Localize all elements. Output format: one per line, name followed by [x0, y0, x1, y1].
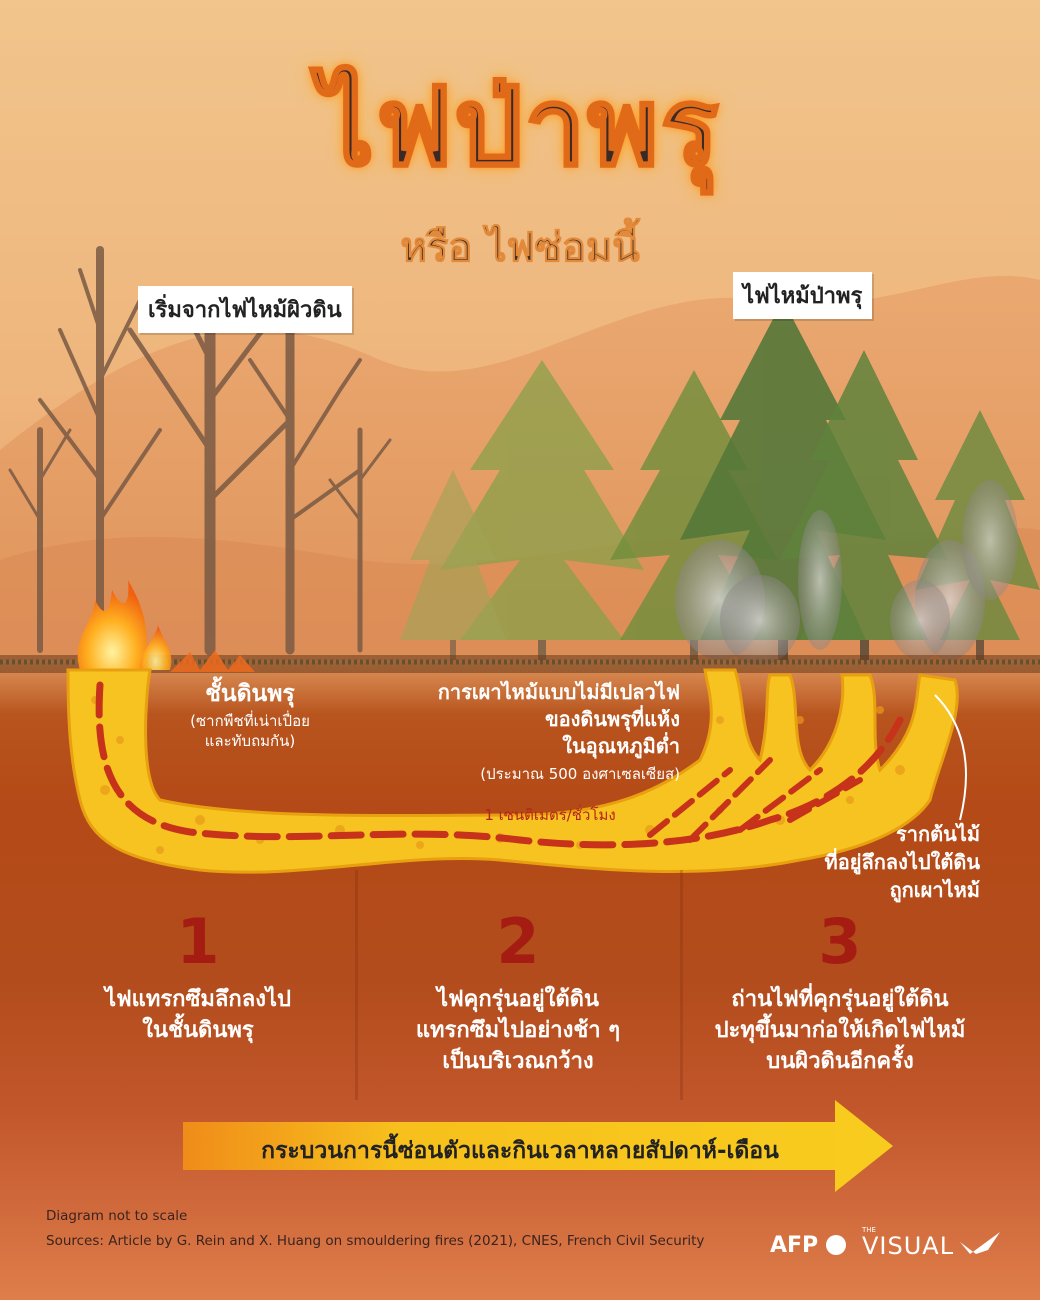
- step-1-line-2: ในชั้นดินพรุ: [142, 1018, 254, 1043]
- title-sub: หรือ ไฟซ่อมนี้: [400, 225, 640, 272]
- afp-logo: AFP: [770, 1233, 846, 1258]
- step-2-number: 2: [496, 905, 540, 978]
- smoke-plumes: [675, 480, 1018, 665]
- label-surface-fire: เริ่มจากไฟไหม้ผิวดิน: [138, 286, 352, 333]
- process-arrow-shape: [183, 1100, 893, 1192]
- title-main: ไฟป่าพรุ: [318, 64, 721, 192]
- fire-path: [95, 681, 904, 849]
- roots-pointer: [934, 694, 967, 821]
- step-3-line-3: บนผิวดินอีกครั้ง: [766, 1049, 914, 1074]
- step-2-line-3: เป็นบริเวณกว้าง: [442, 1049, 594, 1074]
- step-1-number: 1: [176, 905, 220, 978]
- visual-logo: VISUAL: [862, 1232, 955, 1260]
- footer-sources: Sources: Article by G. Rein and X. Huang…: [46, 1233, 705, 1249]
- process-arrow-label: กระบวนการนี้ซ่อนตัวและกินเวลาหลายสัปดาห์…: [261, 1138, 779, 1164]
- peat-fire-layer: [66, 668, 959, 874]
- smoulder-desc-1: การเผาไหม้แบบไม่มีเปลวไฟ: [437, 680, 680, 704]
- peat-layer-desc-2: และทับถมกัน): [204, 732, 296, 750]
- smoulder-desc-3: ในอุณหภูมิต่ำ: [562, 734, 680, 758]
- peat-layer-title: ชั้นดินพรุ: [205, 681, 295, 707]
- peat-layer-desc-1: (ซากพืชที่เน่าเปื่อย: [190, 712, 310, 730]
- smoulder-desc-4: (ประมาณ 500 องศาเซลเซียส): [480, 765, 680, 783]
- root-fire-paths: [647, 757, 863, 843]
- footer-note: Diagram not to scale: [46, 1208, 188, 1224]
- surface-flames: [77, 580, 255, 672]
- visual-logo-prefix: THE: [862, 1226, 876, 1234]
- step-2-line-2: แทรกซึมไปอย่างช้า ๆ: [415, 1018, 621, 1043]
- step-2-line-1: ไฟคุกรุ่นอยู่ใต้ดิน: [437, 987, 599, 1012]
- roots-desc-2: ที่อยู่ลึกลงไปใต้ดิน: [824, 850, 980, 874]
- step-3-number: 3: [818, 905, 862, 978]
- afp-logo-text: AFP: [770, 1233, 819, 1258]
- step-1-line-1: ไฟแทรกซึมลึกลงไป: [105, 987, 291, 1012]
- label-peat-forest-fire: ไฟไหม้ป่าพรุ: [733, 272, 873, 319]
- step-3-line-1: ถ่านไฟที่คุกรุ่นอยู่ใต้ดิน: [731, 987, 949, 1012]
- speed-label: 1 เซนติเมตร/ชั่วโมง: [484, 806, 616, 824]
- afp-logo-dot: [825, 1235, 846, 1255]
- roots-desc-3: ถูกเผาไหม้: [889, 878, 980, 902]
- step-3-line-2: ปะทุขึ้นมาก่อให้เกิดไฟไหม้: [714, 1018, 966, 1043]
- column-divider: [355, 870, 358, 1100]
- roots-desc-1: รากต้นไม้: [896, 822, 980, 846]
- visual-logo-mark: [960, 1232, 1000, 1254]
- dead-trees: [8, 246, 392, 656]
- column-divider: [680, 870, 683, 1100]
- smoulder-desc-2: ของดินพรุที่แห้ง: [544, 707, 680, 731]
